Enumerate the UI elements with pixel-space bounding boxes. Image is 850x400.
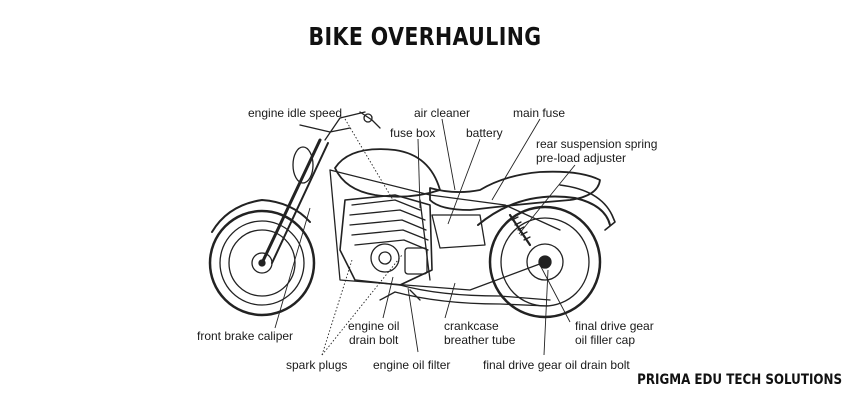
label-battery: battery <box>466 126 503 140</box>
label-rear-suspension-line2: pre-load adjuster <box>536 151 657 165</box>
label-front-brake-caliper: front brake caliper <box>197 329 293 343</box>
label-fuse-box: fuse box <box>390 126 435 140</box>
footer-brand: PRIGMA EDU TECH SOLUTIONS <box>637 372 842 388</box>
label-engine-oil-drain-line1: engine oil <box>348 319 399 333</box>
label-rear-suspension-spring: rear suspension spring pre-load adjuster <box>536 137 657 165</box>
frame <box>330 170 560 290</box>
label-rear-suspension-line1: rear suspension spring <box>536 137 657 151</box>
leader-final-drive-drain <box>544 270 548 355</box>
label-air-cleaner: air cleaner <box>414 106 470 120</box>
label-final-drive-filler-line1: final drive gear <box>575 319 654 333</box>
label-engine-oil-filter: engine oil filter <box>373 358 450 372</box>
leader-final-drive-filler <box>540 265 570 322</box>
label-crankcase-breather-tube: crankcase breather tube <box>444 319 515 347</box>
label-final-drive-filler-line2: oil filler cap <box>575 333 654 347</box>
front-wheel <box>210 200 314 315</box>
rear-fender <box>560 185 615 230</box>
engine <box>340 195 432 285</box>
label-engine-oil-drain-bolt: engine oil drain bolt <box>348 319 399 347</box>
rear-shock <box>510 215 530 245</box>
label-main-fuse: main fuse <box>513 106 565 120</box>
footpeg <box>380 290 420 300</box>
fuel-tank <box>335 149 440 197</box>
label-crankcase-line1: crankcase <box>444 319 515 333</box>
label-engine-idle-speed: engine idle speed <box>248 106 342 120</box>
battery-box <box>432 215 485 248</box>
label-spark-plugs: spark plugs <box>286 358 347 372</box>
label-final-drive-gear-oil-filler-cap: final drive gear oil filler cap <box>575 319 654 347</box>
label-final-drive-gear-oil-drain-bolt: final drive gear oil drain bolt <box>483 358 630 372</box>
label-engine-oil-drain-line2: drain bolt <box>348 333 399 347</box>
leader-engine-oil-filter <box>408 288 418 352</box>
leader-battery <box>448 139 480 224</box>
leader-air-cleaner <box>442 119 455 190</box>
exhaust <box>395 285 550 306</box>
label-crankcase-line2: breather tube <box>444 333 515 347</box>
front-fork <box>262 112 380 263</box>
leader-fuse-box <box>418 139 420 208</box>
